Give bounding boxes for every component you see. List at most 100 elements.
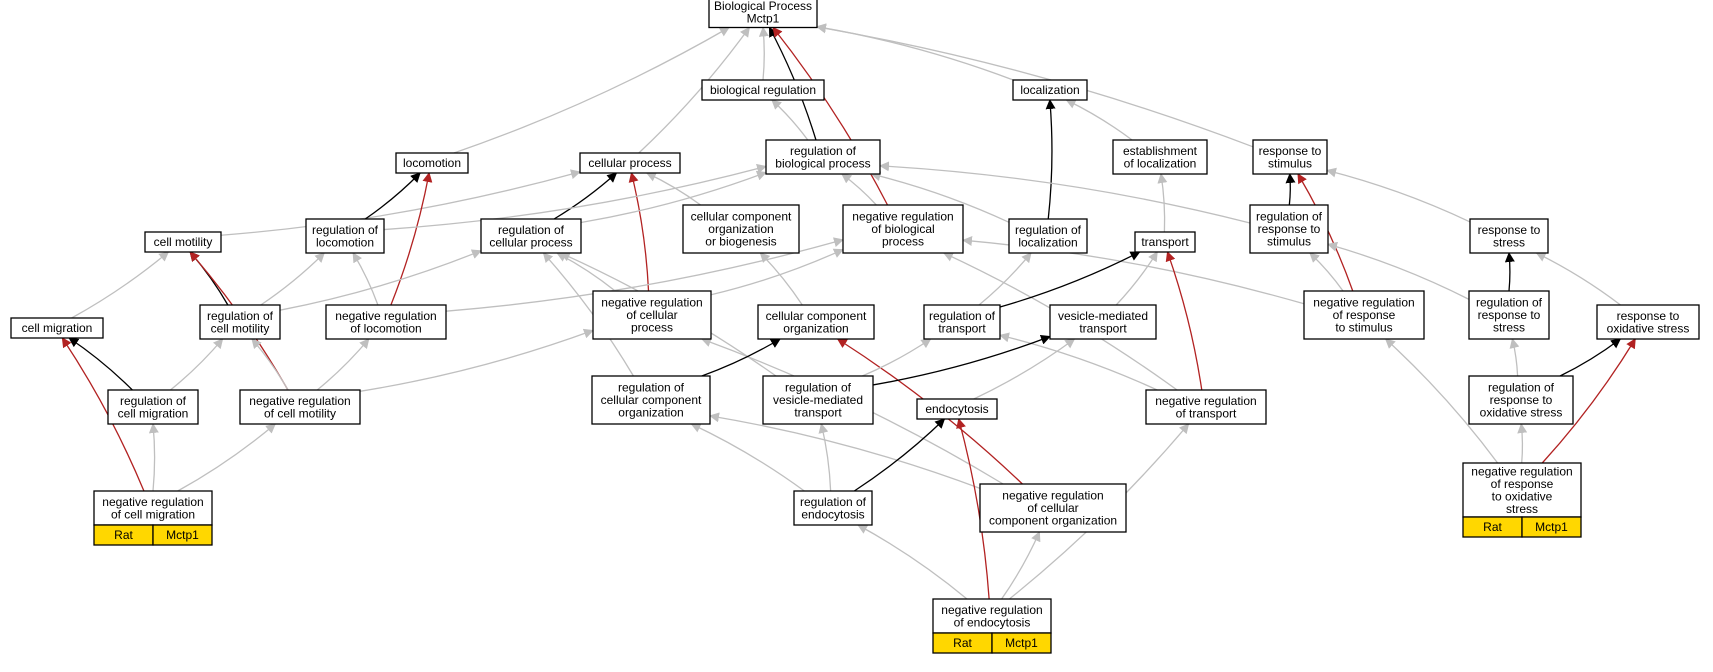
node-label-line: or biogenesis xyxy=(705,235,776,249)
edge-is-a-negative-regulation-of-response-to-oxidative-stress-to-regulation-of-response-to-oxidative-stress xyxy=(1517,423,1528,464)
node-transport[interactable]: transport xyxy=(1134,231,1196,253)
node-label-line: cell migration xyxy=(22,321,93,335)
edge-is-a-response-to-stimulus-to-bp xyxy=(816,23,1254,148)
edge-regulates-negative-regulation-of-transport-to-transport xyxy=(1165,251,1203,391)
node-biological-regulation[interactable]: biological regulation xyxy=(701,79,825,101)
node-box xyxy=(1249,204,1329,254)
node-label-line: stimulus xyxy=(1267,235,1311,249)
edge-is-a-negative-regulation-of-biological-process-to-regulation-of-biological-process xyxy=(841,173,877,206)
node-box xyxy=(480,218,582,254)
node-box xyxy=(1008,218,1088,254)
node-label-line: of response xyxy=(1333,308,1396,322)
node-label-line: of locomotion xyxy=(350,321,421,335)
node-label-line: oxidative stress xyxy=(1607,321,1690,335)
node-locomotion[interactable]: locomotion xyxy=(395,152,469,174)
node-cell-motility[interactable]: cell motility xyxy=(144,231,222,253)
edge-part-of-regulation-of-cellular-component-organization-to-cellular-component-organization xyxy=(701,338,781,377)
node-cellular-process[interactable]: cellular process xyxy=(579,152,681,174)
edge-is-a-regulation-of-vesicle-mediated-transport-to-regulation-of-transport xyxy=(862,338,932,377)
node-label-line: negative regulation xyxy=(1313,296,1414,310)
node-box xyxy=(1469,218,1549,254)
node-label-line: of cellular xyxy=(626,308,677,322)
node-box xyxy=(916,398,998,420)
edge-is-a-negative-regulation-of-cellular-component-organization-to-regulation-of-cellular-component-organization xyxy=(709,412,981,489)
edge-is-a-negative-regulation-of-response-to-oxidative-stress-to-negative-regulation-of-response-to-stimulus xyxy=(1384,338,1499,464)
node-box xyxy=(591,375,711,425)
edge-is-a-negative-regulation-of-transport-to-regulation-of-transport xyxy=(999,332,1158,391)
edge-is-a-regulation-of-response-to-stimulus-to-regulation-of-biological-process xyxy=(879,161,1251,224)
edge-is-a-locomotion-to-bp xyxy=(453,26,730,154)
node-endocytosis[interactable]: endocytosis xyxy=(916,398,998,420)
node-label-line: locomotion xyxy=(316,235,374,249)
node-label-line: regulation of xyxy=(800,495,867,509)
node-cell-migration[interactable]: cell migration xyxy=(10,317,104,339)
node-label-line: regulation of xyxy=(312,223,379,237)
node-label-line: transport xyxy=(794,406,842,420)
node-box xyxy=(1049,304,1157,340)
node-box xyxy=(93,490,213,526)
node-box xyxy=(1112,139,1208,175)
edge-part-of-regulation-of-endocytosis-to-endocytosis xyxy=(853,418,946,492)
edge-is-a-regulation-of-cellular-process-to-regulation-of-biological-process xyxy=(580,170,767,224)
node-box xyxy=(1012,79,1088,101)
edge-is-a-negative-regulation-of-response-to-stimulus-to-regulation-of-response-to-stimulus xyxy=(1309,252,1344,292)
edge-part-of-regulation-of-locomotion-to-locomotion xyxy=(364,172,421,220)
edge-is-a-regulation-of-endocytosis-to-regulation-of-cellular-component-organization xyxy=(690,423,805,492)
node-label-line: cellular component xyxy=(691,210,792,224)
node-label-line: vesicle-mediated xyxy=(1058,309,1148,323)
node-label-line: Biological Process xyxy=(714,0,812,13)
node-box xyxy=(1303,290,1425,340)
node-box xyxy=(1596,304,1700,340)
edge-is-a-regulation-of-response-to-stress-to-regulation-of-response-to-stimulus xyxy=(1327,241,1470,300)
node-label-line: localization xyxy=(1018,235,1077,249)
edge-is-a-negative-regulation-of-endocytosis-to-negative-regulation-of-cellular-component-organization xyxy=(1001,531,1041,600)
edge-part-of-regulation-of-localization-to-localization xyxy=(1045,99,1056,220)
node-label-line: endocytosis xyxy=(801,507,864,521)
node-label-line: process xyxy=(631,321,673,335)
node-label-line: to oxidative xyxy=(1492,489,1553,503)
edge-part-of-regulation-of-transport-to-transport xyxy=(999,251,1141,308)
edge-is-a-cellular-process-to-bp xyxy=(638,26,750,154)
edge-part-of-regulation-of-cell-motility-to-cell-motility xyxy=(189,251,229,306)
node-label-line: endocytosis xyxy=(925,402,988,416)
node-box xyxy=(793,490,873,526)
node-box xyxy=(592,290,712,340)
node-label-line: to stimulus xyxy=(1335,321,1392,335)
node-localization[interactable]: localization xyxy=(1012,79,1088,101)
node-box xyxy=(765,139,881,175)
node-box xyxy=(923,304,1001,340)
